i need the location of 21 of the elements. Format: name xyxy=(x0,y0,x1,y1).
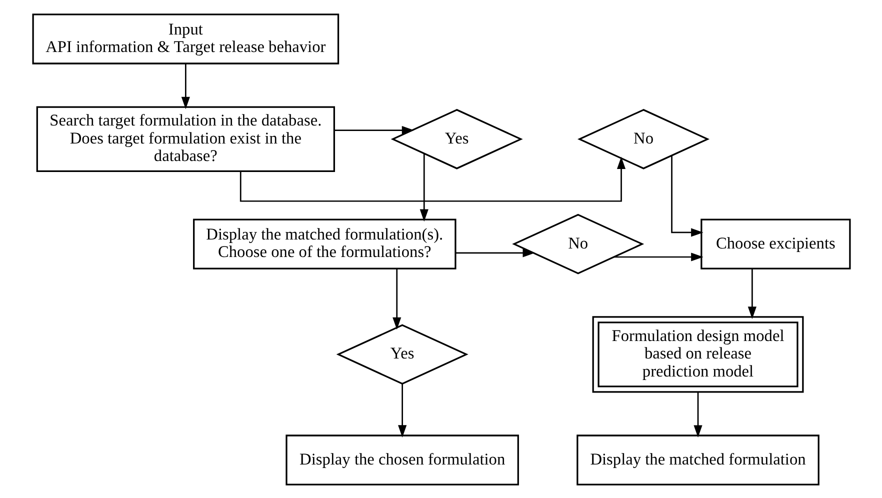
node-diamond: Yes xyxy=(390,108,522,169)
arrow xyxy=(334,125,414,134)
arrow xyxy=(419,153,428,222)
node-box: Input API information & Target release behavior xyxy=(32,13,339,64)
node-diamond: Yes xyxy=(336,324,468,384)
node-box: Display the matched formulation(s). Choose one of the formulations? xyxy=(192,218,456,269)
node-box: Search target formulation in the database. Does target formulation exist in the database? xyxy=(36,106,335,172)
node-box: Display the chosen formulation xyxy=(285,434,518,485)
arrow xyxy=(239,156,626,202)
arrow xyxy=(670,155,703,236)
node-box: Choose excipients xyxy=(700,218,850,269)
arrow xyxy=(392,268,401,330)
arrow xyxy=(398,383,406,437)
arrow xyxy=(455,248,535,257)
arrow xyxy=(747,268,756,318)
node-box: Formulation design model based on release prediction model xyxy=(592,316,804,392)
arrow xyxy=(180,63,190,109)
node-box: Display the matched formulation xyxy=(576,434,819,485)
node-diamond: No xyxy=(512,213,644,274)
arrow xyxy=(613,252,703,261)
arrow xyxy=(693,391,702,438)
